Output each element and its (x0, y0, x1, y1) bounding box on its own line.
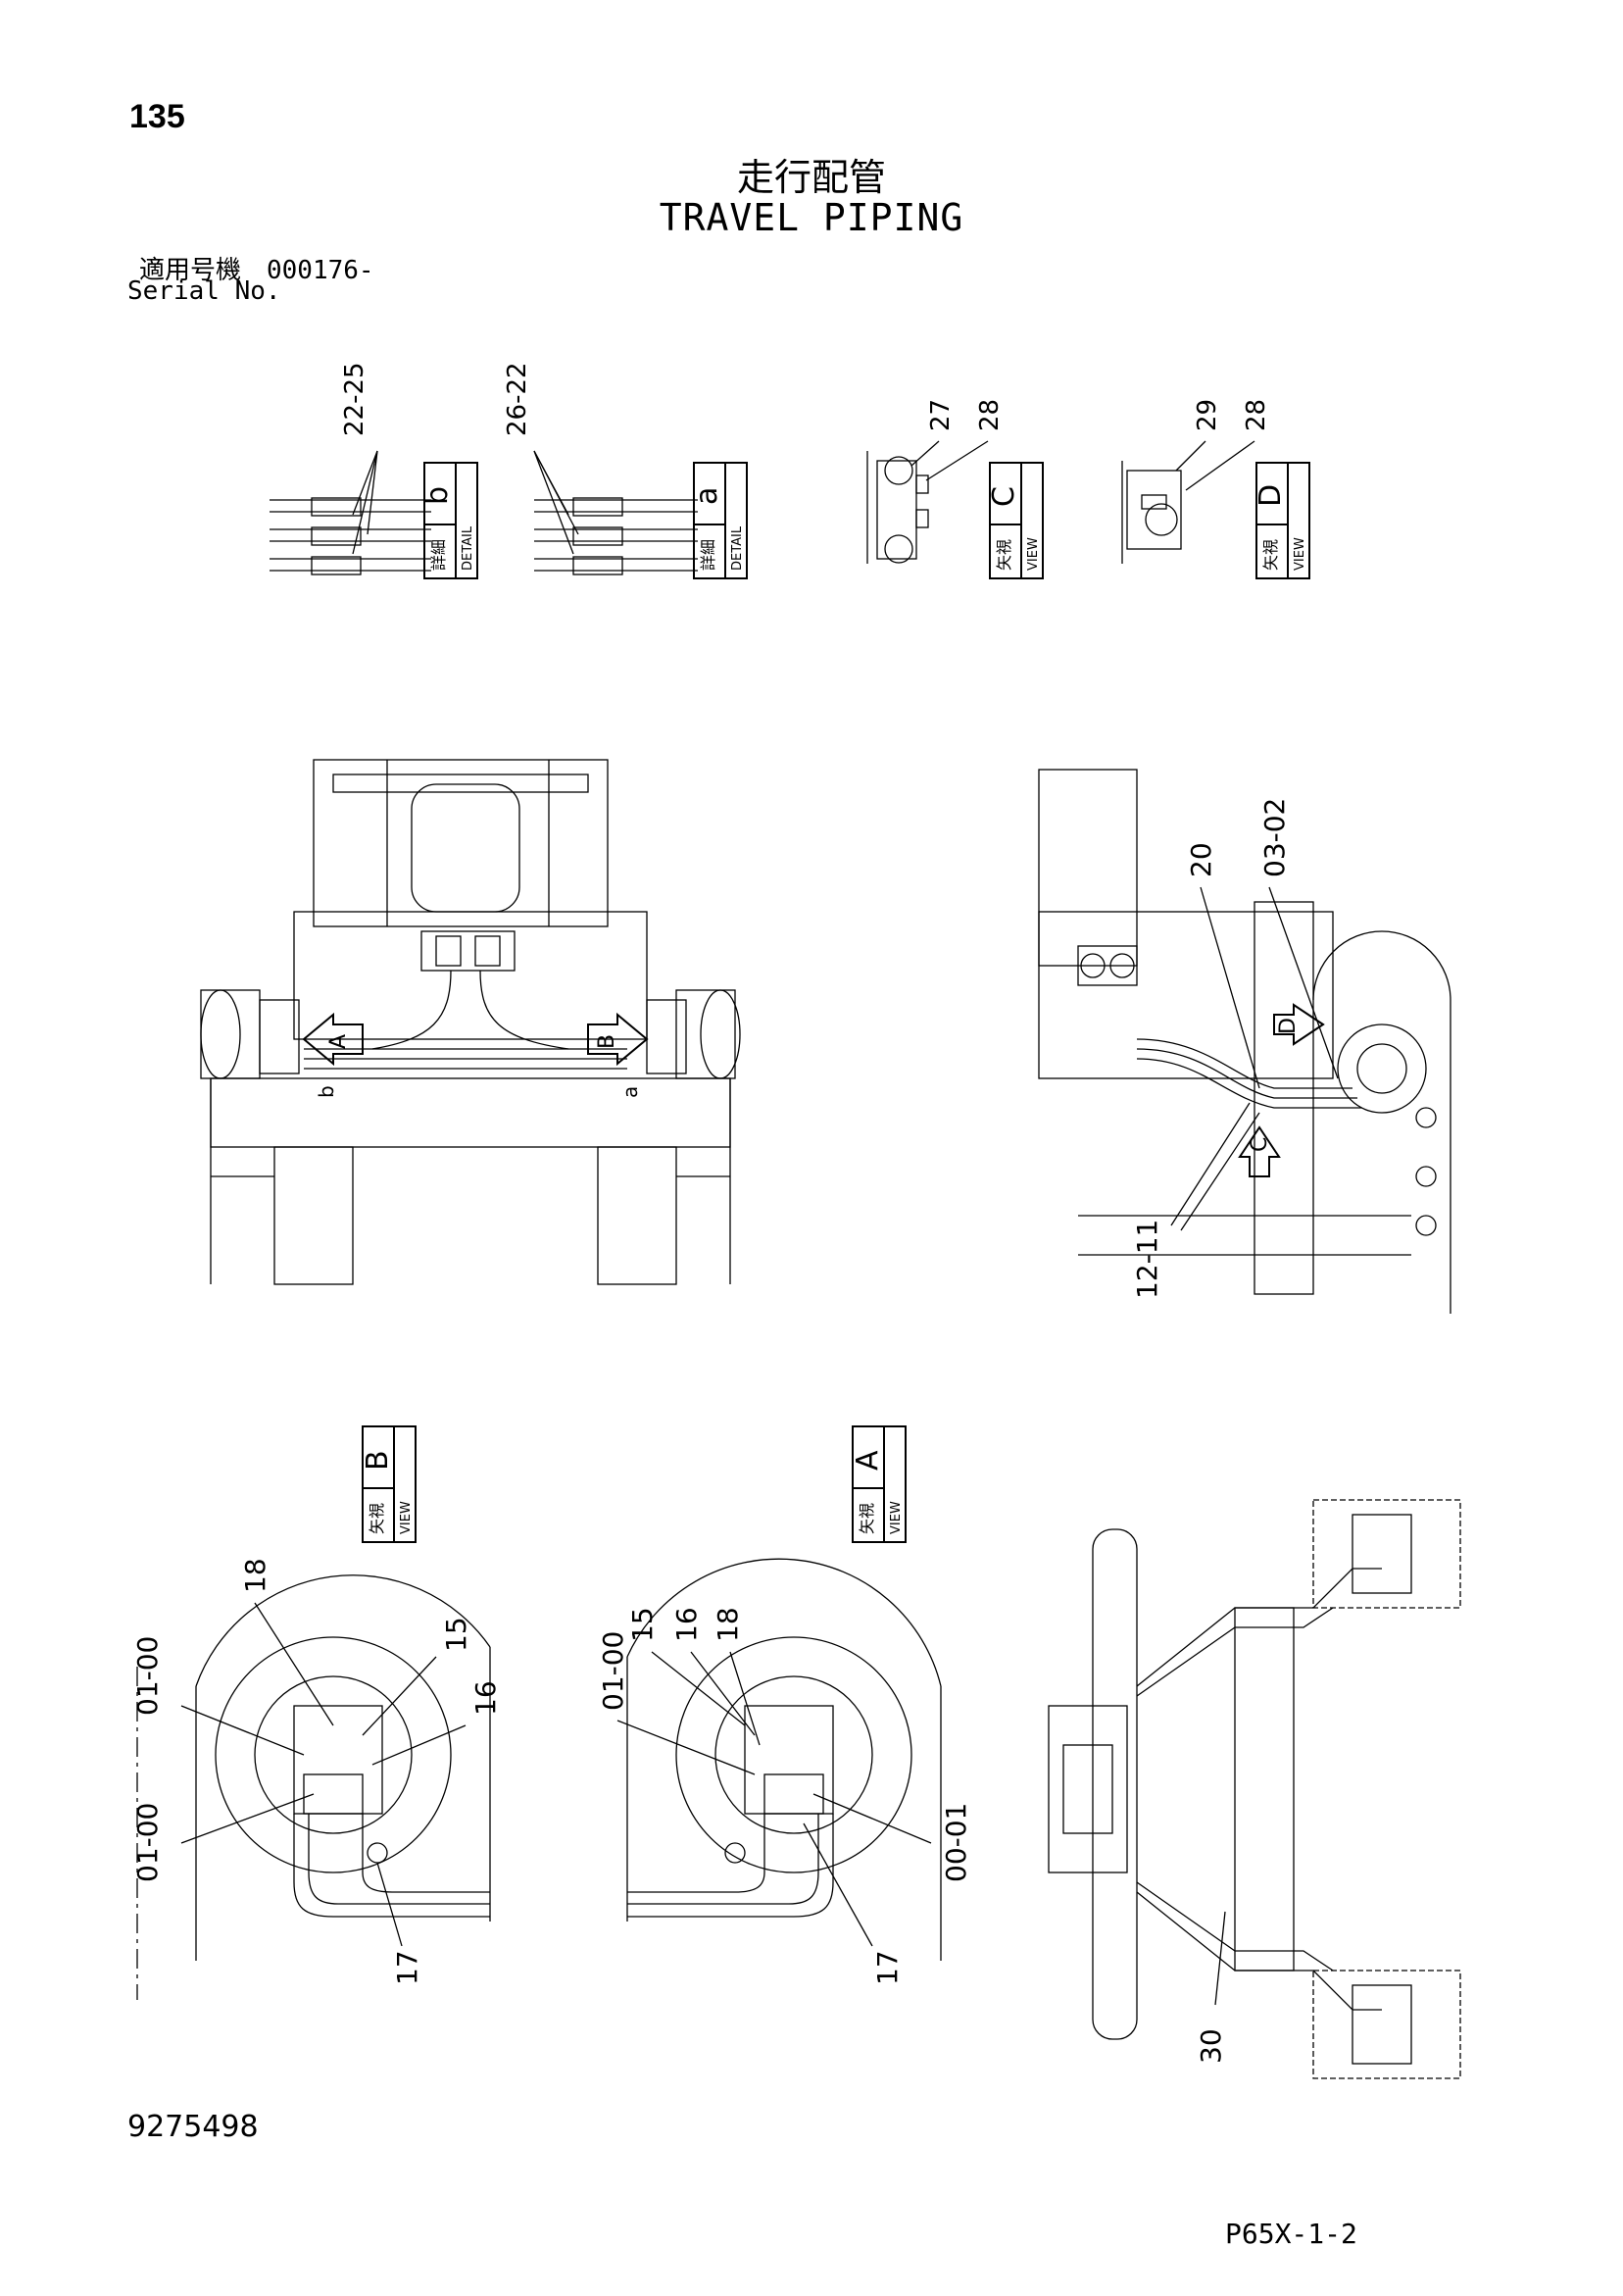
svg-text:17: 17 (391, 1950, 423, 1985)
front-view-drawing: A B b a (200, 759, 741, 1285)
svg-text:VIEW: VIEW (889, 1501, 904, 1534)
svg-text:B: B (361, 1450, 395, 1471)
svg-text:28: 28 (975, 399, 1005, 431)
detail-marker-b: b (315, 1085, 338, 1098)
plan-view-drawing: 30 (1048, 1499, 1461, 2079)
view-marker-d: D (1276, 1018, 1301, 1034)
view-b-box (362, 1425, 417, 1543)
part-label-30: 30 (1195, 2028, 1227, 2064)
detail-marker-a: a (618, 1086, 642, 1098)
detail-a-callout: 26-22 詳細 DETAIL a (503, 362, 748, 579)
svg-text:16: 16 (469, 1680, 502, 1716)
svg-text:矢視: 矢視 (858, 1503, 876, 1534)
serial-label-japanese: 適用号機 000176- (139, 256, 374, 285)
svg-text:15: 15 (440, 1617, 472, 1652)
svg-text:b: b (420, 486, 455, 505)
detail-a-hoses (534, 497, 698, 575)
svg-text:VIEW: VIEW (399, 1501, 414, 1534)
svg-text:01-00: 01-00 (131, 1636, 164, 1716)
svg-text:詳細: 詳細 (699, 539, 717, 571)
svg-text:00-01: 00-01 (940, 1803, 972, 1882)
svg-text:C: C (987, 486, 1021, 507)
view-c-box (989, 462, 1044, 579)
title-english: TRAVEL PIPING (659, 196, 964, 239)
view-c-callout: 27 28 矢視 VIEW C (866, 399, 1044, 579)
view-d-box (1255, 462, 1310, 579)
svg-text:18: 18 (239, 1558, 271, 1593)
svg-text:18: 18 (712, 1607, 744, 1642)
svg-text:17: 17 (871, 1950, 904, 1985)
svg-text:27: 27 (926, 399, 956, 431)
drawing-number: 9275498 (127, 2110, 259, 2144)
page-number: 135 (129, 98, 185, 135)
detail-b-range: 22-25 (340, 362, 369, 436)
svg-text:16: 16 (670, 1607, 703, 1642)
svg-text:詳細: 詳細 (429, 539, 448, 571)
detail-a-box (693, 462, 748, 579)
view-marker-c: C (1248, 1137, 1272, 1152)
svg-text:DETAIL: DETAIL (461, 525, 475, 571)
svg-text:VIEW: VIEW (1026, 537, 1041, 571)
svg-text:VIEW: VIEW (1293, 537, 1307, 571)
svg-text:矢視: 矢視 (1261, 539, 1280, 571)
svg-text:a: a (690, 487, 724, 505)
detail-a-range: 26-22 (503, 362, 532, 436)
view-marker-a: A (326, 1034, 351, 1049)
svg-text:29: 29 (1193, 399, 1222, 431)
svg-text:15: 15 (626, 1607, 659, 1642)
svg-text:D: D (1254, 484, 1288, 507)
view-a-box (852, 1425, 907, 1543)
title-japanese: 走行配管 (736, 156, 886, 199)
side-view-drawing: D C 20 03-02 12-11 (1038, 769, 1451, 1314)
part-label-12-11: 12-11 (1131, 1220, 1163, 1299)
view-d-callout: 29 28 矢視 VIEW D (1121, 399, 1310, 579)
view-b-drawing: 矢視 VIEW B 18 15 16 01-00 01-00 17 (131, 1425, 502, 2000)
svg-text:DETAIL: DETAIL (730, 525, 745, 571)
detail-b-callout: 22-25 詳細 DETAIL b (270, 362, 478, 579)
part-label-20: 20 (1185, 842, 1217, 877)
svg-text:矢視: 矢視 (368, 1503, 386, 1534)
svg-text:A: A (851, 1450, 885, 1471)
detail-b-hoses (270, 497, 431, 575)
detail-b-box (423, 462, 478, 579)
part-label-03-02: 03-02 (1258, 798, 1291, 877)
svg-text:28: 28 (1242, 399, 1271, 431)
svg-text:01-00: 01-00 (597, 1631, 629, 1711)
view-marker-b: B (595, 1034, 619, 1049)
svg-text:矢視: 矢視 (995, 539, 1013, 571)
svg-text:01-00: 01-00 (131, 1803, 164, 1882)
serial-label-english: Serial No. (127, 276, 281, 306)
view-a-drawing: 矢視 VIEW A 15 16 18 01-00 00-01 17 (597, 1425, 972, 1985)
page-code: P65X-1-2 (1225, 2218, 1357, 2250)
